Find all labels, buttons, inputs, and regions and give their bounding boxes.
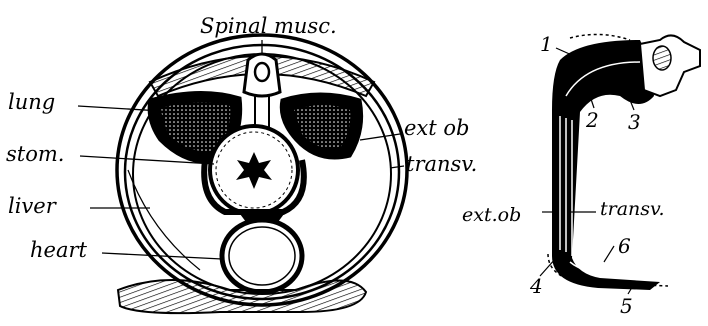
label-number-5: 5 (620, 296, 633, 316)
vertebra-canal (255, 63, 269, 81)
cross-section-figure (78, 35, 407, 313)
label-spinal-muscle: Spinal musc. (200, 16, 337, 37)
label-number-4: 4 (530, 276, 543, 296)
label-transversus: transv. (406, 154, 477, 175)
label-number-6: 6 (618, 236, 631, 256)
label-transversus-detail: transv. (600, 200, 665, 219)
label-external-oblique: ext ob (404, 118, 469, 139)
label-stomach: stom. (6, 144, 64, 165)
label-number-3: 3 (628, 112, 641, 132)
heart (222, 220, 302, 292)
label-ext-ob-detail: ext.ob (462, 206, 521, 225)
vertebra-detail (640, 35, 700, 96)
label-number-1: 1 (540, 34, 553, 54)
label-lung: lung (8, 92, 55, 113)
label-liver: liver (8, 196, 56, 217)
label-heart: heart (30, 240, 87, 261)
label-number-2: 2 (586, 110, 599, 130)
